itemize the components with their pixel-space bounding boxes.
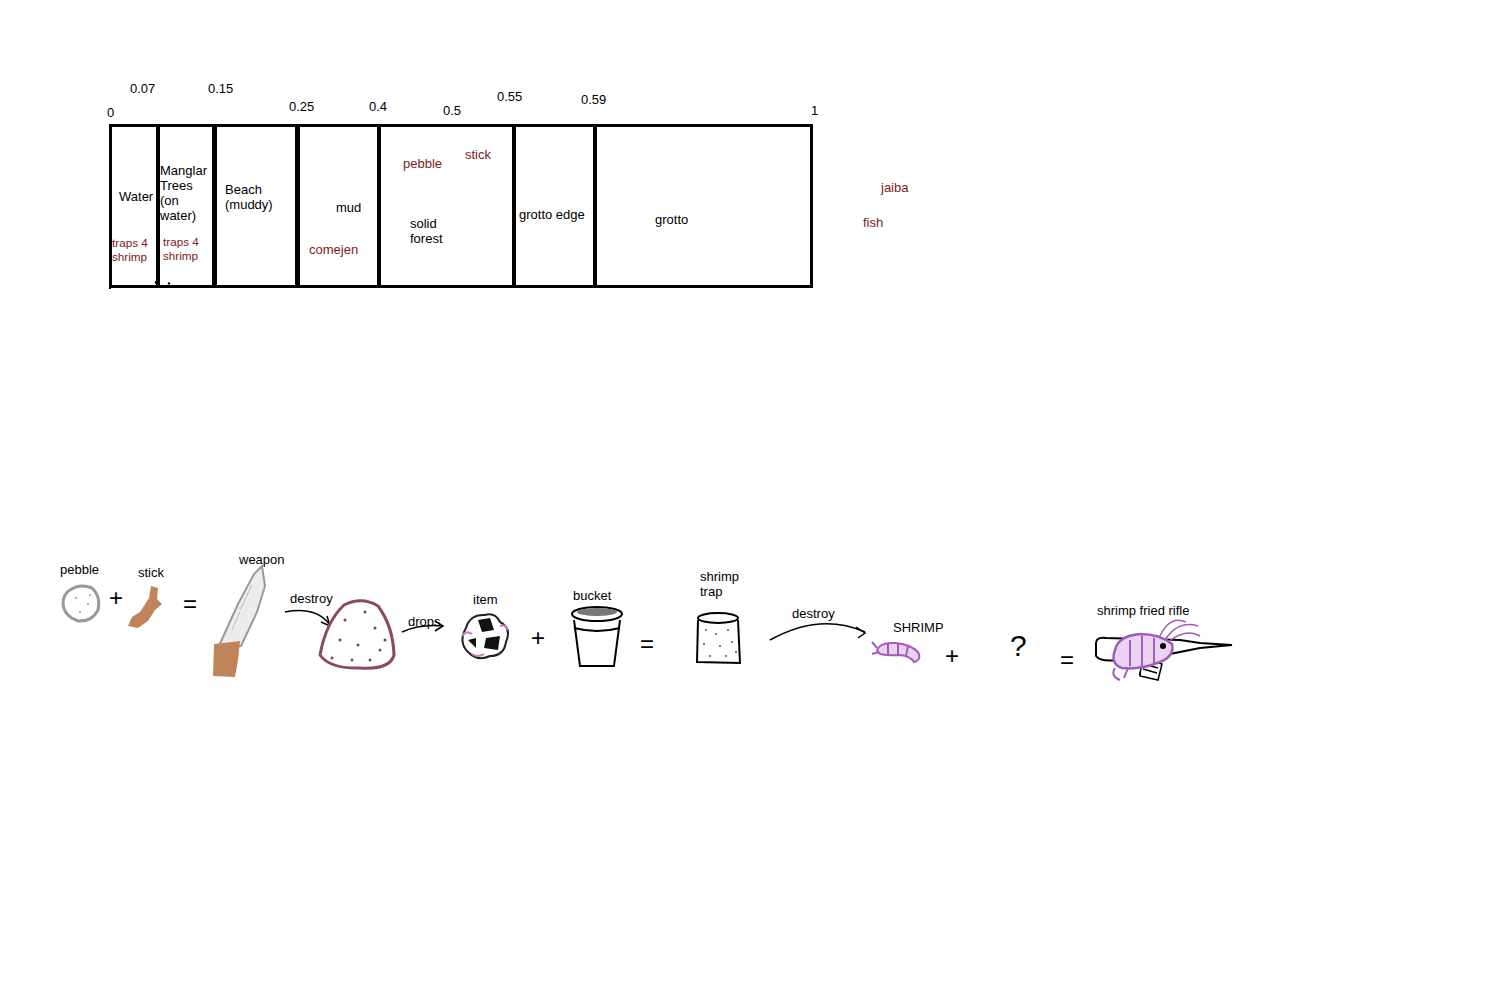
item-label: shrimp trap: [700, 569, 746, 599]
zone-label: grotto edge: [519, 207, 585, 222]
resource-label: traps 4 shrimp: [112, 236, 157, 264]
scale-number: 0.59: [581, 92, 606, 107]
scale-number: 0.55: [497, 89, 522, 104]
zone-band: pebble stick solid forest: [377, 124, 516, 288]
item-label: item: [473, 592, 498, 607]
zone-label: mud: [336, 200, 361, 215]
bucket-drawing: [572, 607, 622, 666]
resource-label: stick: [465, 147, 491, 162]
zone-label: Beach (muddy): [225, 182, 289, 212]
operator-symbol: +: [945, 642, 959, 670]
zone-band: Manglar Trees (on water) traps 4 shrimp: [156, 124, 217, 288]
scale-number: 0.5: [443, 103, 461, 118]
zone-band: Beach (muddy): [212, 124, 300, 288]
scale-number: 0: [107, 105, 114, 120]
rifle-drawing: [1096, 620, 1232, 680]
scale-number: 1: [811, 103, 818, 118]
item-label: bucket: [573, 588, 611, 603]
operator-symbol: ?: [1010, 628, 1027, 663]
zone-band: Water traps 4 shrimp: [109, 124, 160, 288]
zone-band: grotto: [593, 124, 813, 288]
resource-label: pebble: [403, 156, 442, 171]
item-label: stick: [138, 565, 164, 580]
operator-symbol: +: [109, 584, 123, 612]
item-label: SHRIMP: [893, 620, 944, 635]
shrimp-drawing: [872, 642, 919, 662]
weapon-drawing: [213, 566, 265, 677]
zone-label: grotto: [655, 212, 688, 227]
shrimp-trap-drawing: [697, 613, 740, 663]
zone-band: mud comejen: [295, 124, 381, 288]
scale-number: 0.4: [369, 99, 387, 114]
operator-symbol: =: [183, 590, 197, 618]
operator-symbol: =: [640, 630, 654, 658]
item-label: destroy: [792, 606, 835, 621]
arrow: [770, 624, 865, 640]
mound-drawing: [320, 601, 394, 668]
operator-symbol: =: [1060, 646, 1074, 674]
arrow: [285, 611, 330, 626]
resource-label: comejen: [309, 242, 358, 257]
scale-number: 0.25: [289, 99, 314, 114]
item-label: jaiba: [881, 180, 908, 195]
zone-label: solid forest: [410, 216, 462, 246]
scale-number: 0.15: [208, 81, 233, 96]
zone-band: grotto edge: [512, 124, 597, 288]
item-label: fish: [863, 215, 883, 230]
item-label: drops: [408, 614, 441, 629]
operator-symbol: +: [531, 624, 545, 652]
pebble-drawing: [63, 586, 99, 621]
item-label: destroy: [290, 591, 333, 606]
stick-drawing: [128, 586, 162, 628]
scale-number: 0.07: [130, 81, 155, 96]
item-label: shrimp fried rifle: [1097, 603, 1189, 618]
resource-label: traps 4 shrimp: [163, 235, 213, 263]
item-drawing: [462, 614, 508, 658]
item-label: weapon: [239, 552, 285, 567]
zone-label: Manglar Trees (on water): [160, 163, 213, 223]
zone-label: Water: [119, 189, 153, 204]
item-label: pebble: [60, 562, 99, 577]
